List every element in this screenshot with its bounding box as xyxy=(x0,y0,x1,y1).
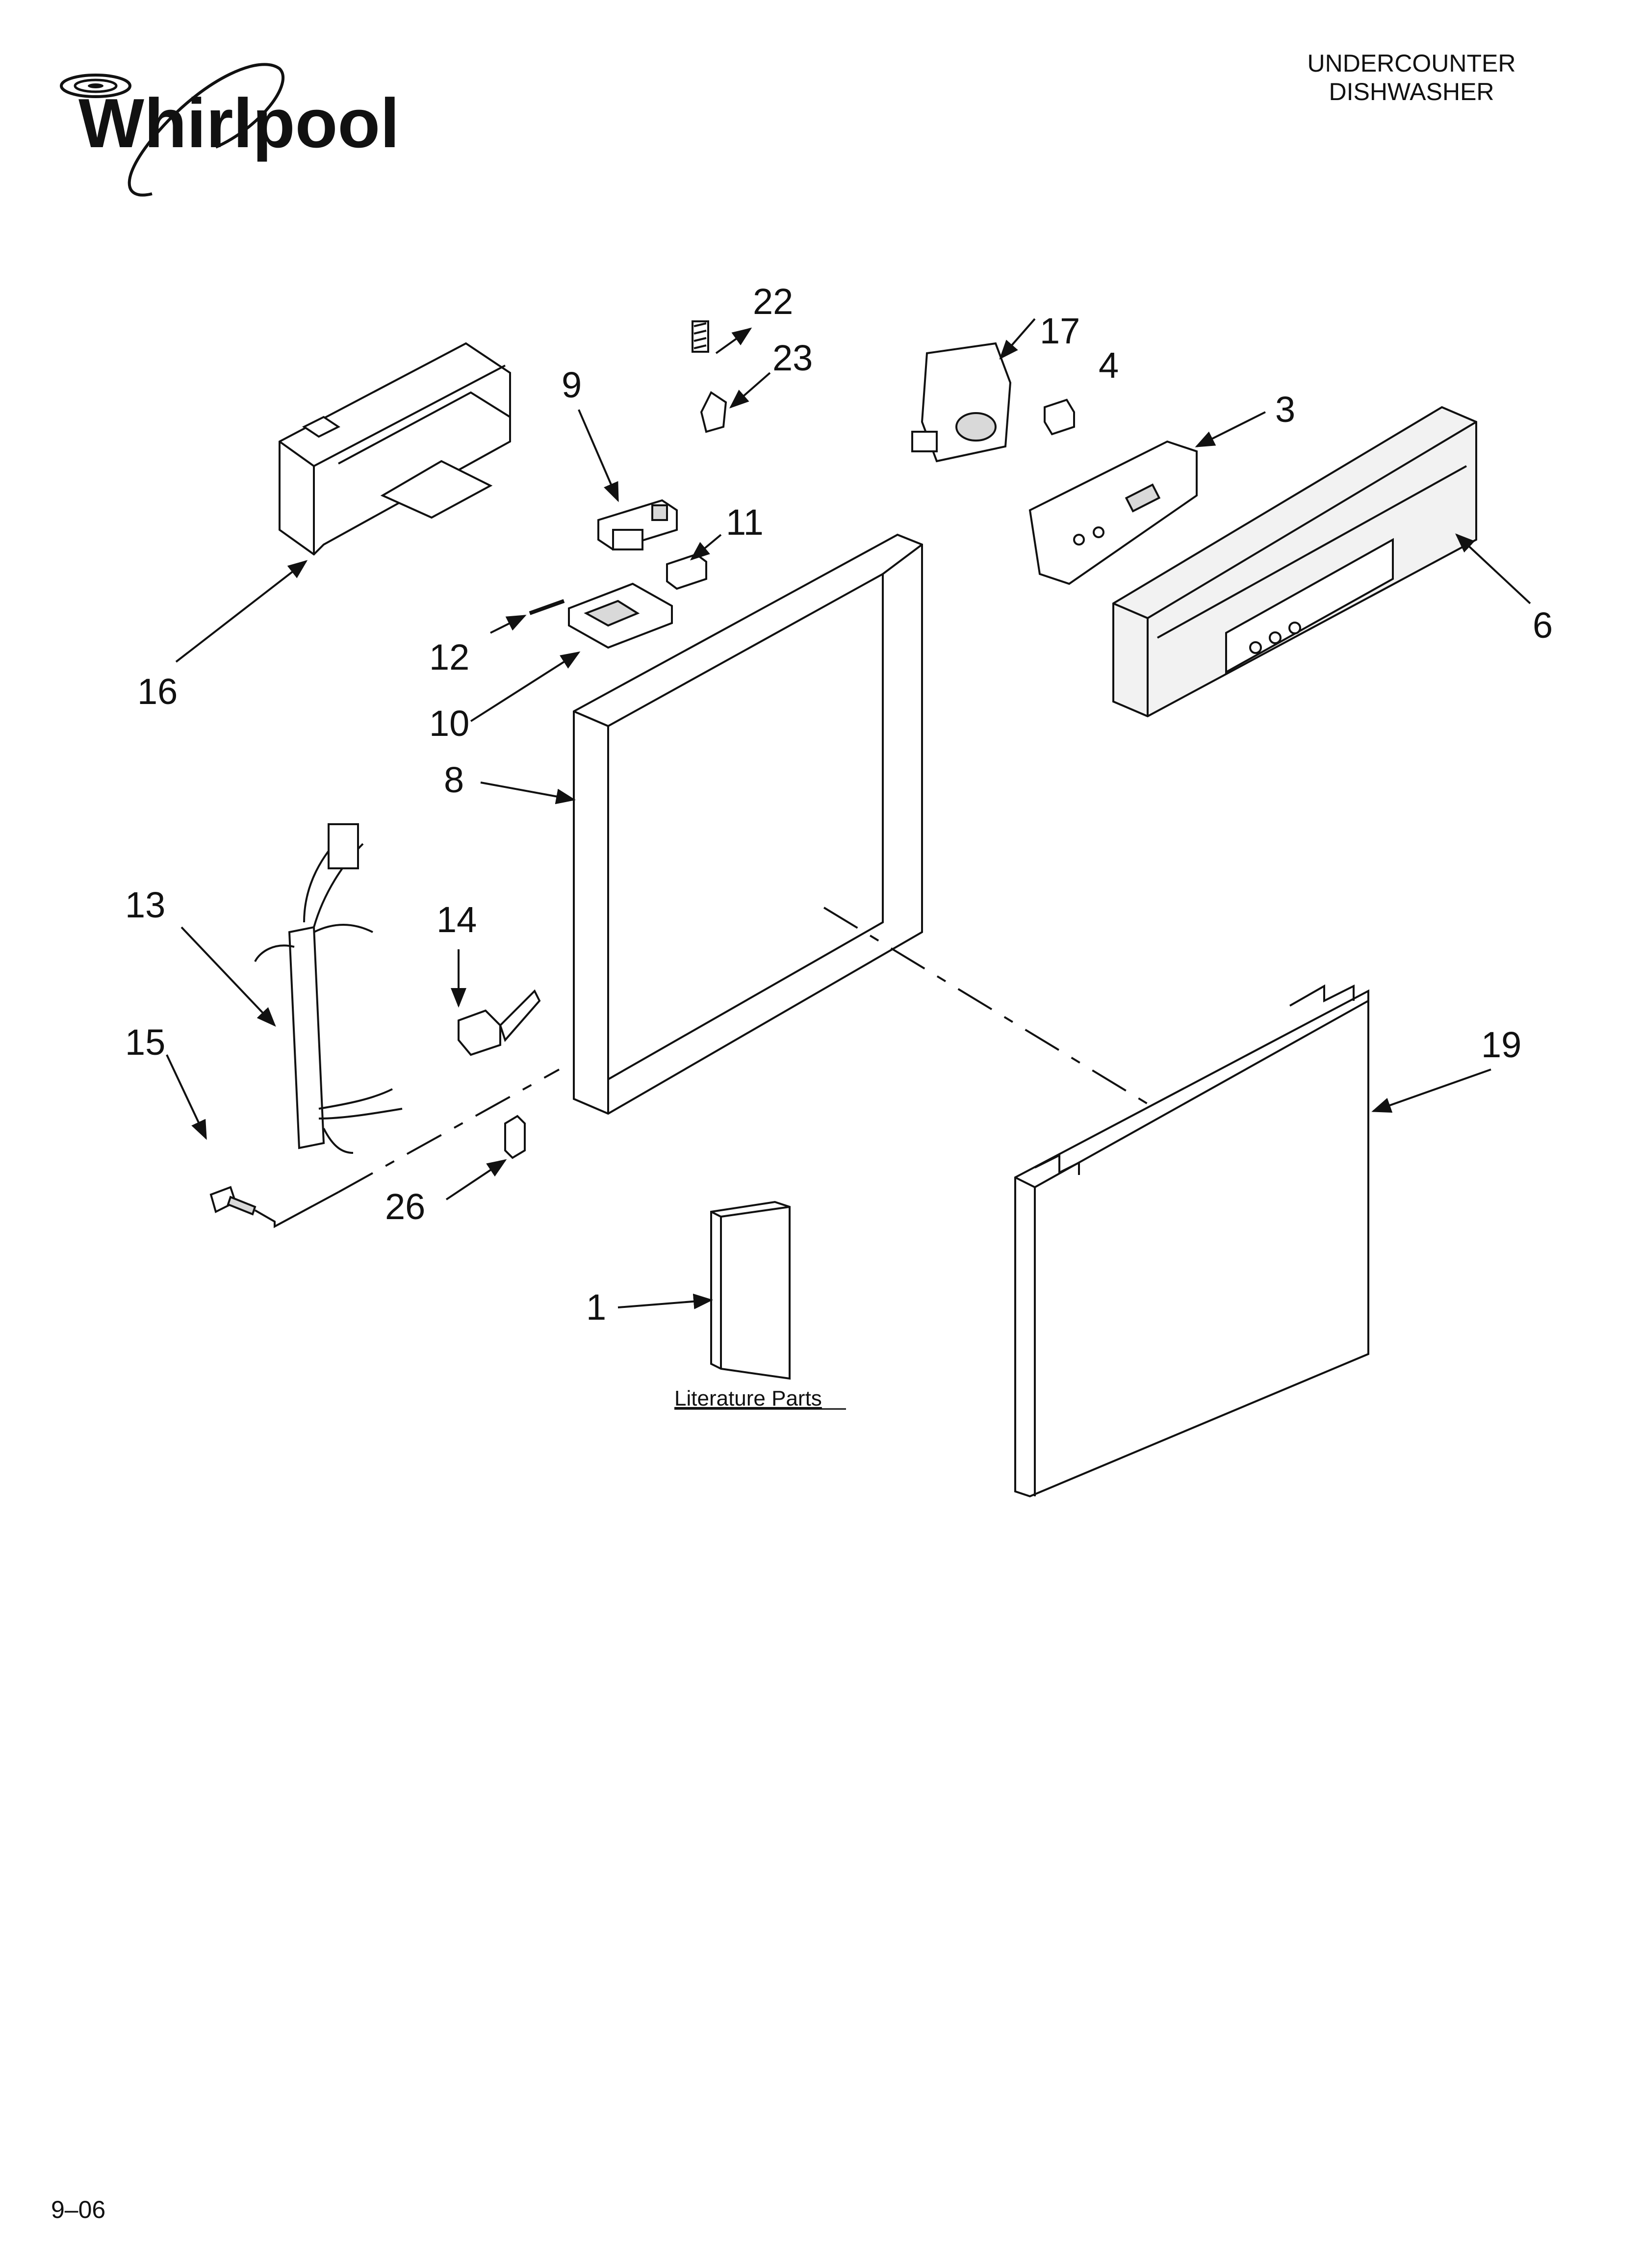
callout-9: 9 xyxy=(562,365,582,405)
callout-1: 1 xyxy=(586,1287,606,1328)
part-15-screw xyxy=(209,1186,339,1228)
callout-3: 3 xyxy=(1275,389,1295,430)
callout-4: 4 xyxy=(1099,345,1119,386)
revision-date: 9–06 xyxy=(51,2196,106,2223)
callout-12: 12 xyxy=(429,637,469,678)
title-line-2: DISHWASHER xyxy=(1329,78,1494,105)
callout-26: 26 xyxy=(385,1186,425,1227)
part-6-control-panel xyxy=(1112,406,1477,718)
part-13-wire-harness xyxy=(254,823,403,1154)
callout-15: 15 xyxy=(125,1022,165,1063)
part-8-inner-door-frame xyxy=(573,533,923,1115)
callout-11: 11 xyxy=(726,502,764,543)
document-title: UNDERCOUNTER DISHWASHER xyxy=(1240,49,1583,106)
callout-10: 10 xyxy=(429,703,469,744)
callout-8: 8 xyxy=(444,759,464,800)
part-11-latch-switch xyxy=(666,553,707,590)
assembly-leader-lines xyxy=(338,907,1149,1193)
callout-13: 13 xyxy=(125,885,165,925)
part-23-latch-handle xyxy=(700,391,727,433)
part-3-user-interface-board xyxy=(1028,440,1198,585)
title-line-1: UNDERCOUNTER xyxy=(1307,50,1516,77)
part-19-outer-door-panel xyxy=(1014,984,1369,1498)
literature-parts-label: Literature Parts xyxy=(674,1386,822,1410)
callout-16: 16 xyxy=(137,671,178,712)
callout-19: 19 xyxy=(1481,1024,1521,1065)
part-4-button-clip xyxy=(1044,398,1075,436)
logo-wordmark: Whirlpool xyxy=(78,84,400,162)
callout-22: 22 xyxy=(753,281,793,322)
part-14-door-switch xyxy=(458,989,541,1056)
part-22-spring xyxy=(692,320,709,353)
part-12-latch-pin xyxy=(529,599,565,615)
part-1-literature-booklet xyxy=(710,1200,791,1380)
whirlpool-logo: Whirlpool xyxy=(60,63,400,197)
part-16-outer-door-cover xyxy=(279,342,511,556)
part-9-door-latch xyxy=(597,499,678,551)
callout-17: 17 xyxy=(1040,311,1080,351)
part-26-clip xyxy=(504,1115,526,1159)
callout-6: 6 xyxy=(1533,605,1553,646)
callout-23: 23 xyxy=(772,338,813,378)
part-10-latch-bracket xyxy=(568,582,673,649)
part-17-switch-assembly xyxy=(911,342,1012,463)
callout-14: 14 xyxy=(436,899,477,940)
